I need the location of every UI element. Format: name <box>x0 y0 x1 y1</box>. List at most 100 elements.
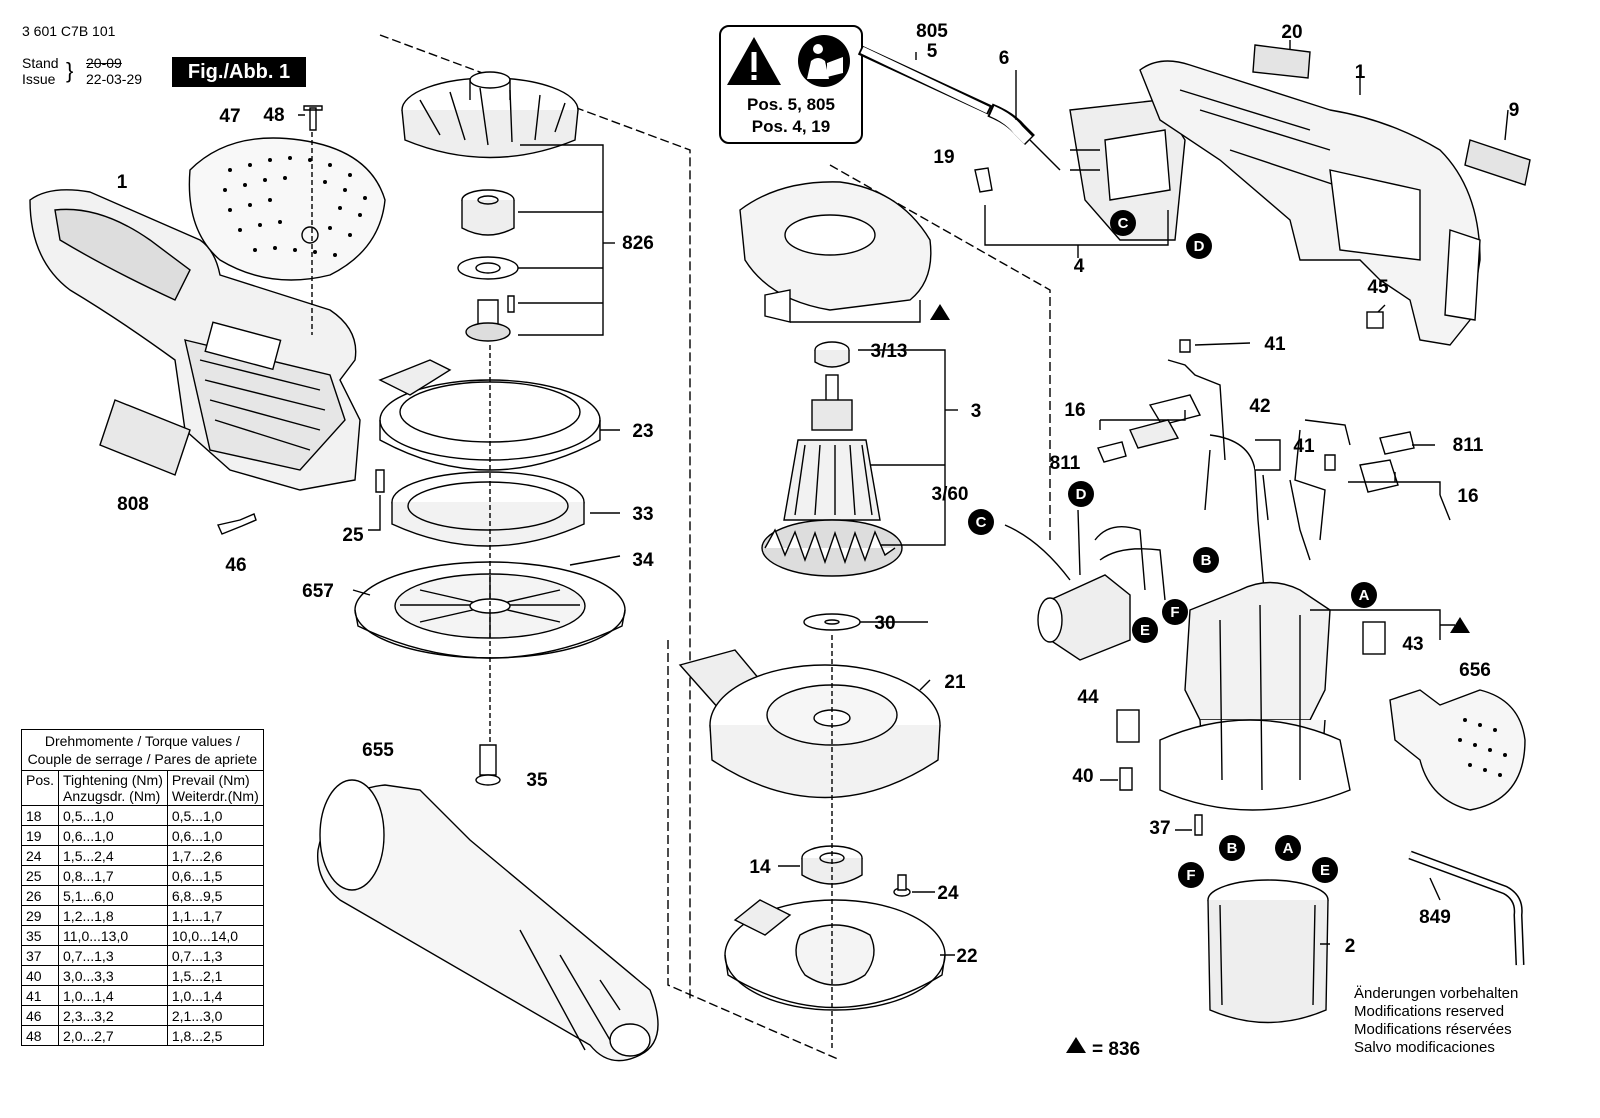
part-label-p20: 20 <box>1281 22 1302 43</box>
torque-cell-prev: 0,6...1,0 <box>166 825 264 846</box>
marker-mA2: A <box>1275 835 1301 861</box>
torque-cell-prev: 10,0...14,0 <box>166 925 264 946</box>
doc-number: 3 601 C7B 101 <box>22 23 116 39</box>
marker-circle <box>1275 835 1301 861</box>
grip-cover-656 <box>1389 689 1526 811</box>
warning-triangle-icon <box>727 37 781 85</box>
torque-cell-prev: 1,7...2,6 <box>166 845 264 866</box>
torque-cell-pos: 24 <box>20 845 60 866</box>
bearing-826 <box>461 189 515 236</box>
torque-cell-tight: 0,6...1,0 <box>58 825 168 846</box>
marker-mC2: C <box>968 509 994 535</box>
suppressor-44 <box>1004 509 1166 661</box>
part-label-p4: 4 <box>1074 256 1085 277</box>
part-label-p1l: 1 <box>117 172 128 193</box>
torque-cell-pos: 48 <box>20 1025 60 1046</box>
marker-mD1: D <box>1186 233 1212 259</box>
marker-circle <box>1186 233 1212 259</box>
part-label-p43: 43 <box>1402 634 1423 655</box>
marker-mF2: F <box>1178 862 1204 888</box>
torque-table: Drehmomente / Torque values / Couple de … <box>20 729 264 1046</box>
read-manual-icon <box>798 35 850 87</box>
screw-37 <box>1194 814 1203 836</box>
marker-letter: F <box>1186 867 1195 884</box>
part-label-p48: 48 <box>263 105 284 126</box>
part-label-p811a: 811 <box>1050 453 1081 474</box>
legend-text: = 836 <box>1092 1039 1141 1060</box>
torque-cell-prev: 6,8...9,5 <box>166 885 264 906</box>
torque-cell-tight: 0,7...1,3 <box>58 945 168 966</box>
stator-2 <box>1207 879 1329 1024</box>
warning-icons <box>727 35 850 87</box>
part-label-p34: 34 <box>632 550 654 571</box>
ring-33 <box>391 471 585 547</box>
marker-letter: C <box>976 514 987 531</box>
modification-notes: Änderungen vorbehalten Modifications res… <box>1354 985 1518 1057</box>
part-label-p41b: 41 <box>1293 436 1315 457</box>
torque-cell-pos: 25 <box>20 865 60 886</box>
dust-bag-655 <box>316 779 659 1062</box>
bottom-cover-22 <box>724 899 946 1011</box>
torque-cell-tight: 0,5...1,0 <box>58 805 168 826</box>
part-label-p3: 3 <box>971 401 982 422</box>
marker-letter: A <box>1283 840 1294 857</box>
torque-cell-pos: 29 <box>20 905 60 926</box>
part-label-p811b: 811 <box>1453 435 1484 456</box>
screw-35 <box>479 744 497 776</box>
part-label-p44: 44 <box>1077 687 1099 708</box>
label-9 <box>1464 139 1531 186</box>
stand-label: Stand <box>22 55 59 71</box>
marker-circle <box>1351 582 1377 608</box>
screw-19 <box>974 167 993 193</box>
marker-circle <box>1132 617 1158 643</box>
dashed-divider-2 <box>667 640 841 1061</box>
marker-mE1: E <box>1132 617 1158 643</box>
torque-cell-prev: 1,8...2,5 <box>166 1025 264 1046</box>
part-label-p24: 24 <box>937 883 959 904</box>
eccentric-826 <box>477 299 499 326</box>
handle-housing <box>29 189 361 491</box>
issue-label: Issue <box>22 71 56 87</box>
screw-40 <box>1119 767 1133 791</box>
marker-letter: E <box>1140 622 1150 639</box>
part-label-p808: 808 <box>117 494 149 515</box>
part-label-p16b: 16 <box>1457 486 1478 507</box>
marker-mC1: C <box>1110 210 1136 236</box>
washer-826 <box>457 256 519 280</box>
torque-cell-prev: 0,7...1,3 <box>166 945 264 966</box>
triangle-marker-2 <box>1450 617 1470 633</box>
part-label-p19: 19 <box>933 147 954 168</box>
power-cord-5 <box>857 45 1061 171</box>
part-label-p21: 21 <box>944 672 966 693</box>
washer-30 <box>803 613 861 631</box>
torque-cell-prev: 1,5...2,1 <box>166 965 264 986</box>
warning-line-2: Pos. 4, 19 <box>751 117 831 136</box>
part-label-p40: 40 <box>1072 766 1093 787</box>
part-label-p9: 9 <box>1509 100 1520 121</box>
col-tightening: Tightening (Nm)Anzugsdr. (Nm) <box>58 770 168 806</box>
screw-41b <box>1324 454 1336 471</box>
part-label-p313: 3/13 <box>871 341 908 362</box>
marker-mA1: A <box>1351 582 1377 608</box>
marker-mF1: F <box>1162 599 1188 625</box>
screw-46 <box>217 513 257 535</box>
brush-holder-16b <box>1359 459 1399 493</box>
torque-title-line-2: Couple de serrage / Pares de apriete <box>27 751 258 767</box>
part-label-p849: 849 <box>1419 907 1451 928</box>
perforated-cover-47 <box>188 137 386 281</box>
marker-letter: B <box>1201 552 1212 569</box>
torque-cell-pos: 26 <box>20 885 60 906</box>
nut-45 <box>1366 311 1384 329</box>
part-label-p33: 33 <box>632 504 653 525</box>
motor-cover <box>739 181 932 323</box>
